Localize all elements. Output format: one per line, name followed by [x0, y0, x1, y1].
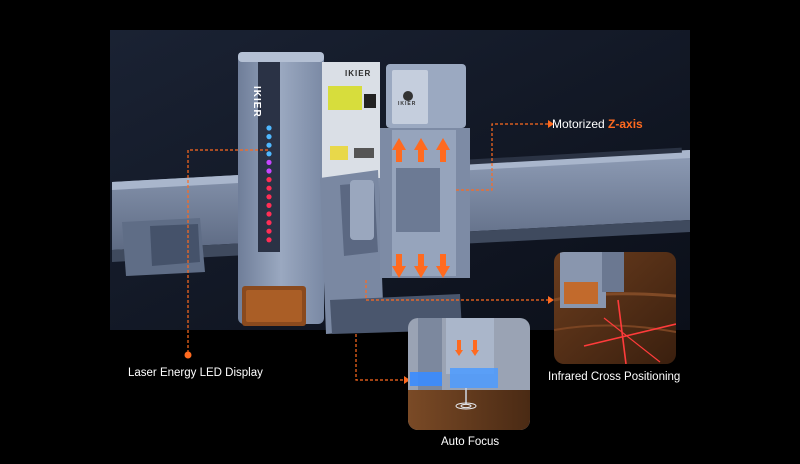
led-dot [266, 228, 272, 234]
led-callout-line [187, 149, 268, 352]
led-dot [266, 185, 272, 191]
z-axis-label-prefix: Motorized [552, 117, 609, 131]
led-dot [266, 168, 272, 174]
led-dot [266, 194, 272, 200]
led-dot [266, 125, 272, 131]
led-dot [266, 202, 272, 208]
led-dot [266, 151, 272, 157]
led-strip [258, 62, 280, 252]
z-axis-label-highlight: Z-axis [608, 117, 643, 131]
led-dot [266, 237, 272, 243]
led-dot [266, 211, 272, 217]
infrared-callout-line [365, 280, 548, 301]
auto-focus-label: Auto Focus [441, 436, 500, 448]
led-dot [266, 159, 272, 165]
led-display-label: Laser Energy LED Display [128, 367, 263, 379]
spec-sticker [322, 62, 380, 178]
auto-focus-inset [408, 318, 530, 430]
z-down-arrows [392, 254, 450, 278]
z-axis-label: Motorized Z-axis [552, 117, 643, 131]
infrared-inset [554, 252, 676, 364]
auto-focus-callout-line [355, 334, 404, 381]
led-dot [266, 142, 272, 148]
led-dot [266, 134, 272, 140]
sticker-logo: IKIER [345, 69, 372, 78]
head-logo: IKIER [398, 101, 417, 107]
side-logo: IKIER [251, 86, 262, 118]
led-dot [266, 177, 272, 183]
z-axis-callout-line [456, 123, 548, 191]
z-up-arrows [392, 138, 450, 162]
infrared-label: Infrared Cross Positioning [548, 371, 681, 383]
laser-energy-led-display [266, 125, 272, 243]
led-dot [266, 220, 272, 226]
